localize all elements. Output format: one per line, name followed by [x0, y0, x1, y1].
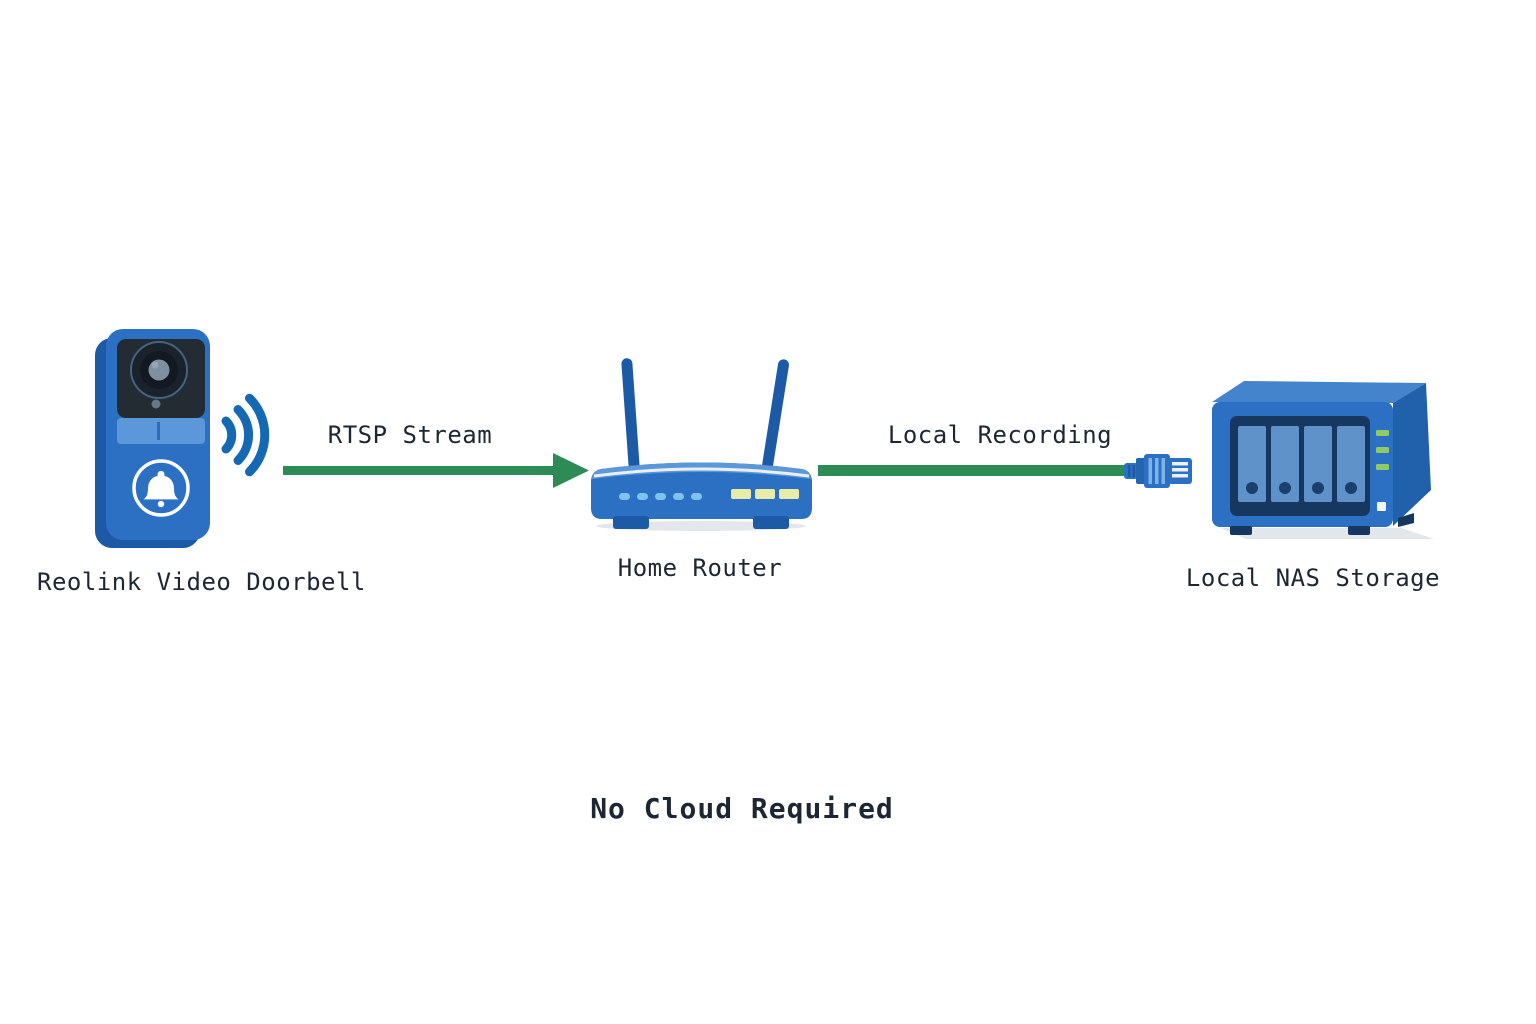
rtsp-arrow	[283, 453, 589, 488]
ethernet-plug-icon	[1124, 454, 1192, 488]
local-recording-label: Local Recording	[887, 421, 1113, 449]
diagram-caption: No Cloud Required	[590, 792, 894, 825]
wifi-router-icon	[591, 358, 812, 531]
nas-label: Local NAS Storage	[1185, 564, 1441, 592]
bell-icon	[143, 471, 179, 500]
doorbell-label: Reolink Video Doorbell	[37, 568, 366, 596]
ethernet-cable	[818, 465, 1132, 476]
wifi-signal-icon	[221, 393, 270, 477]
rtsp-stream-label: RTSP Stream	[327, 421, 493, 449]
nas-led	[1376, 447, 1389, 453]
nas-led	[1376, 464, 1389, 470]
router-label: Home Router	[617, 554, 783, 582]
video-doorbell-icon	[95, 329, 210, 548]
nas-led	[1376, 430, 1389, 436]
nas-storage-icon	[1212, 381, 1434, 539]
